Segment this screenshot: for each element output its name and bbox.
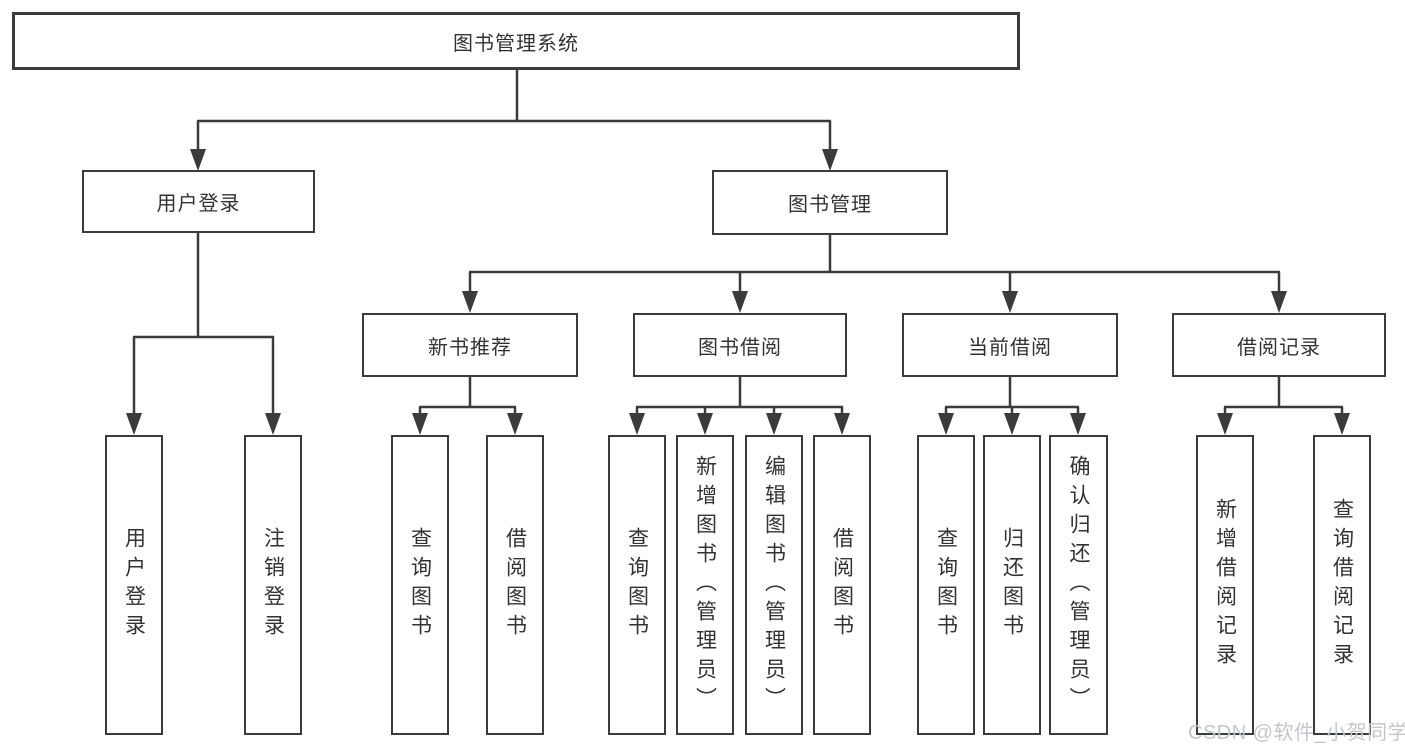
arrow-down-icon — [1271, 291, 1287, 313]
leaf-confirm-return-admin: 确认归还（管理员） — [1049, 435, 1108, 735]
leaf-label: 借阅图书 — [830, 527, 854, 643]
arrow-down-icon — [1004, 413, 1020, 435]
leaf-label: 用户登录 — [122, 527, 146, 643]
node-label: 当前借阅 — [968, 336, 1052, 359]
leaf-query-borrow-record: 查询借阅记录 — [1313, 435, 1371, 735]
arrow-down-icon — [462, 291, 478, 313]
arrow-down-icon — [126, 413, 142, 435]
leaf-query-books-1: 查询图书 — [391, 435, 449, 735]
leaf-label: 借阅图书 — [503, 527, 527, 643]
arrow-down-icon — [507, 413, 523, 435]
arrow-down-icon — [766, 413, 782, 435]
leaf-return-books: 归还图书 — [983, 435, 1041, 735]
node-book-borrow: 图书借阅 — [633, 313, 847, 377]
arrow-down-icon — [1002, 291, 1018, 313]
arrow-down-icon — [732, 291, 748, 313]
leaf-label: 编辑图书（管理员） — [762, 454, 786, 716]
arrow-down-icon — [1070, 413, 1086, 435]
node-label: 用户登录 — [156, 193, 241, 215]
arrow-down-icon — [834, 413, 850, 435]
leaf-add-books-admin: 新增图书（管理员） — [676, 435, 734, 735]
arrow-down-icon — [1334, 413, 1350, 435]
leaf-label: 查询图书 — [625, 527, 649, 643]
node-new-book-recommend: 新书推荐 — [362, 313, 578, 377]
leaf-label: 归还图书 — [1000, 527, 1024, 643]
connector-paths — [132, 70, 1344, 416]
leaf-query-books-2: 查询图书 — [608, 435, 666, 735]
leaf-logout: 注销登录 — [244, 435, 302, 735]
leaf-borrow-books-1: 借阅图书 — [486, 435, 544, 735]
node-current-borrow: 当前借阅 — [902, 313, 1118, 377]
node-label: 借阅记录 — [1237, 336, 1321, 359]
node-label: 图书管理 — [788, 194, 872, 216]
arrowheads — [126, 149, 1350, 435]
arrow-down-icon — [629, 413, 645, 435]
arrow-down-icon — [697, 413, 713, 435]
leaf-label: 确认归还（管理员） — [1067, 454, 1090, 716]
leaf-label: 查询图书 — [408, 527, 432, 643]
node-root-label: 图书管理系统 — [453, 32, 579, 55]
leaf-label: 新增借阅记录 — [1213, 498, 1237, 672]
node-label: 图书借阅 — [698, 336, 782, 359]
node-root: 图书管理系统 — [12, 12, 1020, 70]
leaf-label: 查询图书 — [934, 527, 958, 643]
arrow-down-icon — [938, 413, 954, 435]
leaf-label: 新增图书（管理员） — [693, 454, 717, 716]
leaf-user-login: 用户登录 — [105, 435, 163, 735]
node-user-login: 用户登录 — [82, 170, 315, 233]
node-label: 新书推荐 — [428, 336, 512, 359]
arrow-down-icon — [822, 149, 838, 171]
leaf-add-borrow-record: 新增借阅记录 — [1196, 435, 1254, 735]
arrow-down-icon — [190, 149, 206, 171]
leaf-label: 注销登录 — [261, 527, 285, 643]
node-borrow-records: 借阅记录 — [1172, 313, 1386, 377]
leaf-edit-books-admin: 编辑图书（管理员） — [745, 435, 803, 735]
arrow-down-icon — [412, 413, 428, 435]
arrow-down-icon — [1217, 413, 1233, 435]
arrow-down-icon — [265, 413, 281, 435]
leaf-label: 查询借阅记录 — [1330, 498, 1354, 672]
csdn-watermark: CSDN @软件_小贺同学 — [1188, 722, 1405, 744]
leaf-query-books-3: 查询图书 — [917, 435, 975, 735]
node-book-management: 图书管理 — [712, 170, 948, 235]
leaf-borrow-books-2: 借阅图书 — [813, 435, 871, 735]
